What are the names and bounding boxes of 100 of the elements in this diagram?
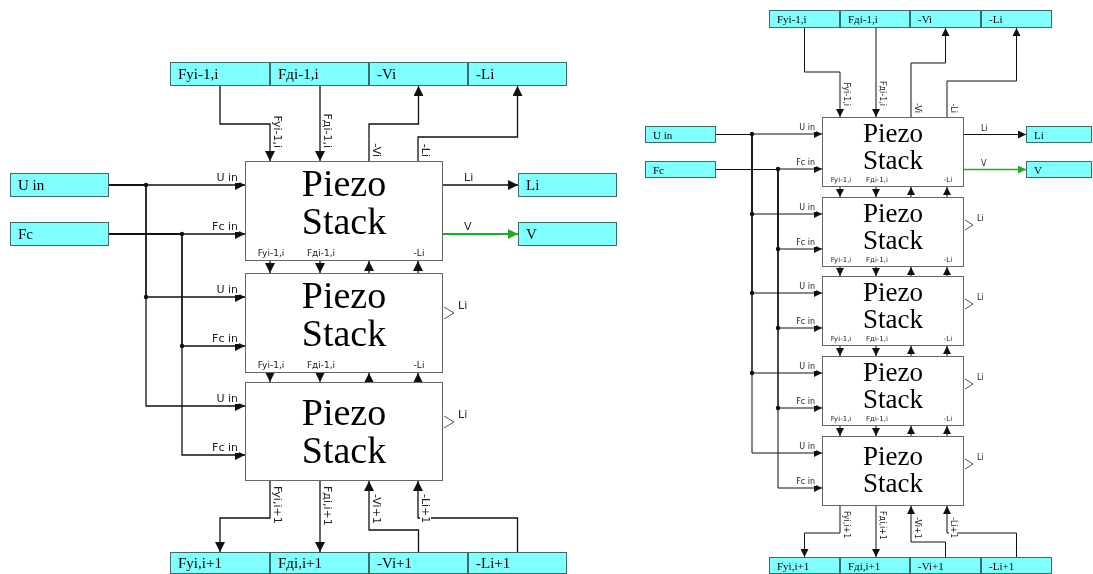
arrow	[872, 186, 880, 198]
signal-label: U in	[215, 172, 239, 183]
piezo-stack-block	[245, 382, 443, 481]
signal-port-block: Li	[1026, 126, 1092, 143]
signal-port-block: Fyi,i+1	[170, 552, 270, 574]
arrow	[315, 260, 325, 274]
signal-label: Fyi-1,i	[272, 114, 283, 149]
signal-label: -Vi+1	[913, 516, 921, 540]
signal-label: Fдi-1,i	[878, 79, 886, 107]
arrow	[943, 186, 951, 198]
arrow	[836, 186, 844, 198]
signal-port-block: Fyi-1,i	[170, 62, 270, 86]
port-label: Li	[977, 454, 984, 462]
signal-label: Li	[463, 172, 475, 183]
arrow	[943, 345, 951, 357]
arrow	[364, 480, 420, 553]
signal-label: -Li	[420, 142, 431, 158]
port-label: Li	[458, 300, 468, 311]
piezo-stack-block	[822, 276, 964, 346]
arrow	[872, 345, 880, 357]
port-label: -Li	[413, 361, 425, 370]
signal-port-block: V	[518, 222, 617, 246]
signal-label: Fc in	[795, 478, 816, 486]
port-label: Li	[977, 215, 984, 223]
signal-port-block: Fдi-1,i	[840, 10, 910, 28]
signal-port-block: Fдi,i+1	[270, 552, 369, 574]
arrow	[413, 480, 519, 553]
signal-label: Fc in	[795, 318, 816, 326]
signal-port-block: -Vi	[369, 62, 468, 86]
signal-label: -Vi	[371, 142, 382, 158]
port-label: Fyi-1,i	[257, 361, 285, 370]
signal-port-block: U in	[10, 173, 109, 197]
arrow	[108, 233, 246, 460]
signal-label: U in	[798, 363, 816, 371]
arrow	[946, 27, 1021, 118]
arrow	[413, 372, 423, 383]
block-title: Piezo Stack	[862, 279, 924, 333]
signal-label: Fc in	[211, 221, 239, 232]
signal-label: Fдi,i+1	[322, 485, 333, 527]
signal-port-block: Fyi-1,i	[769, 10, 840, 28]
signal-port-block: -Vi	[910, 10, 981, 28]
signal-port-block: Fдi-1,i	[270, 62, 369, 86]
arrow	[219, 85, 275, 162]
arrow	[872, 505, 880, 558]
arrow	[108, 184, 246, 411]
arrow	[368, 85, 424, 162]
arrow	[963, 130, 1027, 139]
arrow	[872, 266, 880, 277]
arrow	[872, 425, 880, 437]
arrow	[907, 425, 915, 437]
signal-label: Fyi,i+1	[272, 485, 283, 525]
signal-label: Fдi-1,i	[322, 112, 333, 149]
signal-label: Fc in	[795, 159, 816, 167]
signal-label: U in	[798, 204, 816, 212]
block-title: Piezo Stack	[300, 392, 388, 469]
signal-label: -Li+1	[949, 516, 957, 540]
block-title: Piezo Stack	[862, 359, 924, 413]
signal-port-block: -Li+1	[468, 552, 567, 574]
arrow	[413, 260, 423, 274]
signal-port-block: V	[1026, 161, 1092, 178]
port-label: -Li	[413, 249, 425, 258]
signal-label: -Vi+1	[371, 493, 382, 525]
signal-label: U in	[798, 124, 816, 132]
port-label: Fдi-1,i	[306, 249, 336, 258]
port-label: Fyi-1,i	[257, 249, 285, 258]
port-label: Fдi-1,i	[306, 361, 336, 370]
signal-port-block: -Vi+1	[369, 552, 468, 574]
arrow	[907, 186, 915, 198]
port-label: Li	[977, 294, 984, 302]
signal-port-block: Fc	[10, 222, 109, 246]
arrow	[836, 345, 844, 357]
signal-port-block: -Li	[981, 10, 1052, 28]
signal-label: U in	[798, 443, 816, 451]
signal-label: V	[463, 221, 473, 232]
arrow	[836, 425, 844, 437]
arrow	[800, 505, 841, 558]
arrow	[215, 480, 271, 553]
signal-label: Li	[980, 124, 989, 133]
arrow	[907, 345, 915, 357]
block-title: Piezo Stack	[862, 443, 924, 497]
port-label: Li	[458, 408, 468, 420]
signal-port-block: Li	[518, 173, 617, 197]
signal-label: Fc in	[795, 239, 816, 247]
arrow	[442, 180, 519, 190]
signal-port-block: Fyi,i+1	[769, 557, 840, 574]
arrow	[910, 27, 950, 118]
port-label: Li	[977, 374, 984, 382]
arrow	[804, 27, 844, 118]
block-title: Piezo Stack	[300, 276, 388, 352]
arrow	[364, 260, 374, 274]
signal-label: U in	[798, 283, 816, 291]
piezo-stack-block	[822, 356, 964, 426]
arrow	[943, 425, 951, 437]
arrow	[265, 372, 275, 383]
signal-label: Fдi,i+1	[878, 510, 886, 541]
signal-label: Fc in	[211, 333, 239, 344]
signal-port-block: -Li+1	[981, 557, 1052, 574]
piezo-stack-block	[245, 273, 443, 373]
signal-port-block: Fдi,i+1	[840, 557, 910, 574]
arrow	[265, 260, 275, 274]
